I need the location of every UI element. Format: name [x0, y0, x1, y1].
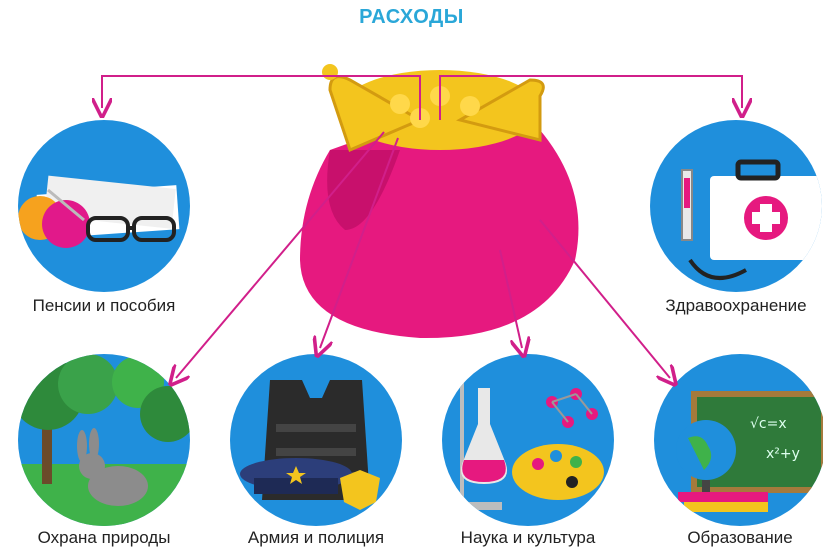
circle-health: [650, 120, 822, 292]
label-science: Наука и культура: [460, 528, 596, 547]
label-education: Образование: [687, 528, 793, 547]
vest-cap-icon: [240, 380, 380, 510]
label-health: Здравоохранение: [665, 296, 807, 315]
knitting-glasses-icon: [18, 175, 180, 248]
globe-board-icon: √c=x x²+y: [676, 391, 823, 512]
circle-army: [230, 354, 402, 526]
purse-icon: [300, 64, 579, 339]
circle-education: √c=x x²+y: [654, 354, 823, 526]
svg-text:x²+y: x²+y: [766, 446, 800, 462]
rabbit-tree-icon: [18, 354, 190, 526]
circle-nature: [18, 354, 190, 526]
svg-text:√c=x: √c=x: [750, 416, 787, 432]
label-pensions: Пенсии и пособия: [32, 296, 176, 315]
circle-pensions: [18, 120, 190, 292]
page-title: РАСХОДЫ: [359, 6, 464, 28]
medical-kit-icon: [681, 159, 822, 280]
flask-palette-icon: [452, 374, 604, 510]
arrows: [102, 75, 742, 378]
circle-science: [442, 354, 614, 526]
label-nature: Охрана природы: [37, 528, 171, 547]
label-army: Армия и полиция: [247, 528, 385, 547]
